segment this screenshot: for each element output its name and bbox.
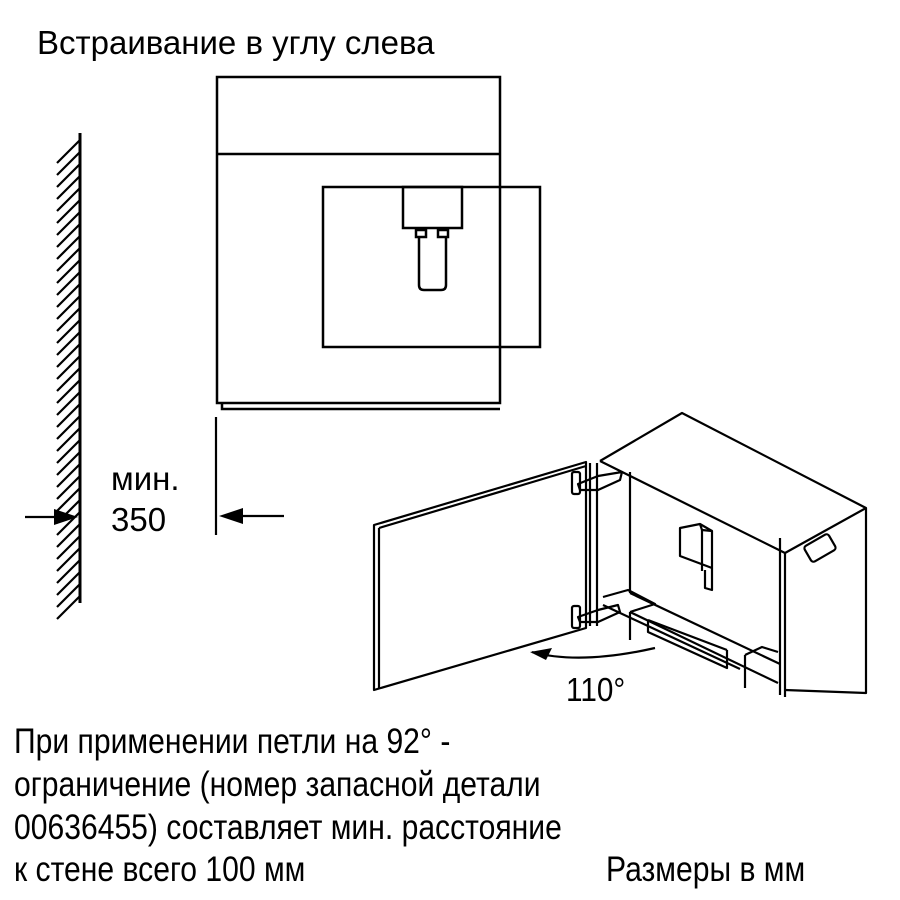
- min-distance-value: 350: [111, 501, 167, 538]
- units-note: Размеры в мм: [606, 850, 806, 889]
- arrow-right-icon: [54, 509, 78, 525]
- coffee-outlet-icon: [401, 185, 464, 292]
- min-distance-label: мин.: [111, 460, 180, 497]
- hinge-note-line-1: При применении петли на 92° -: [14, 722, 451, 761]
- door-angle-label: 110°: [566, 671, 626, 708]
- open-door: [372, 460, 588, 692]
- rotation-arrow-icon: [530, 648, 552, 660]
- wall-hatching: [56, 133, 82, 620]
- housing: [531, 411, 868, 697]
- hinge-top: [570, 470, 624, 496]
- hinge-note-line-4: к стене всего 100 мм: [14, 850, 306, 889]
- dimension-markers: [25, 417, 284, 535]
- appliance-isometric-view: [372, 411, 868, 697]
- appliance-front-view: [215, 75, 542, 411]
- arrow-left-icon: [219, 508, 243, 524]
- dispenser-window: [321, 185, 542, 349]
- hinge-note-line-3: 00636455) составляет мин. расстояние: [14, 808, 562, 847]
- hinge-note-line-2: ограничение (номер запасной детали: [14, 765, 541, 804]
- hinge-bottom: [570, 603, 622, 630]
- diagram-title: Встраивание в углу слева: [37, 24, 435, 61]
